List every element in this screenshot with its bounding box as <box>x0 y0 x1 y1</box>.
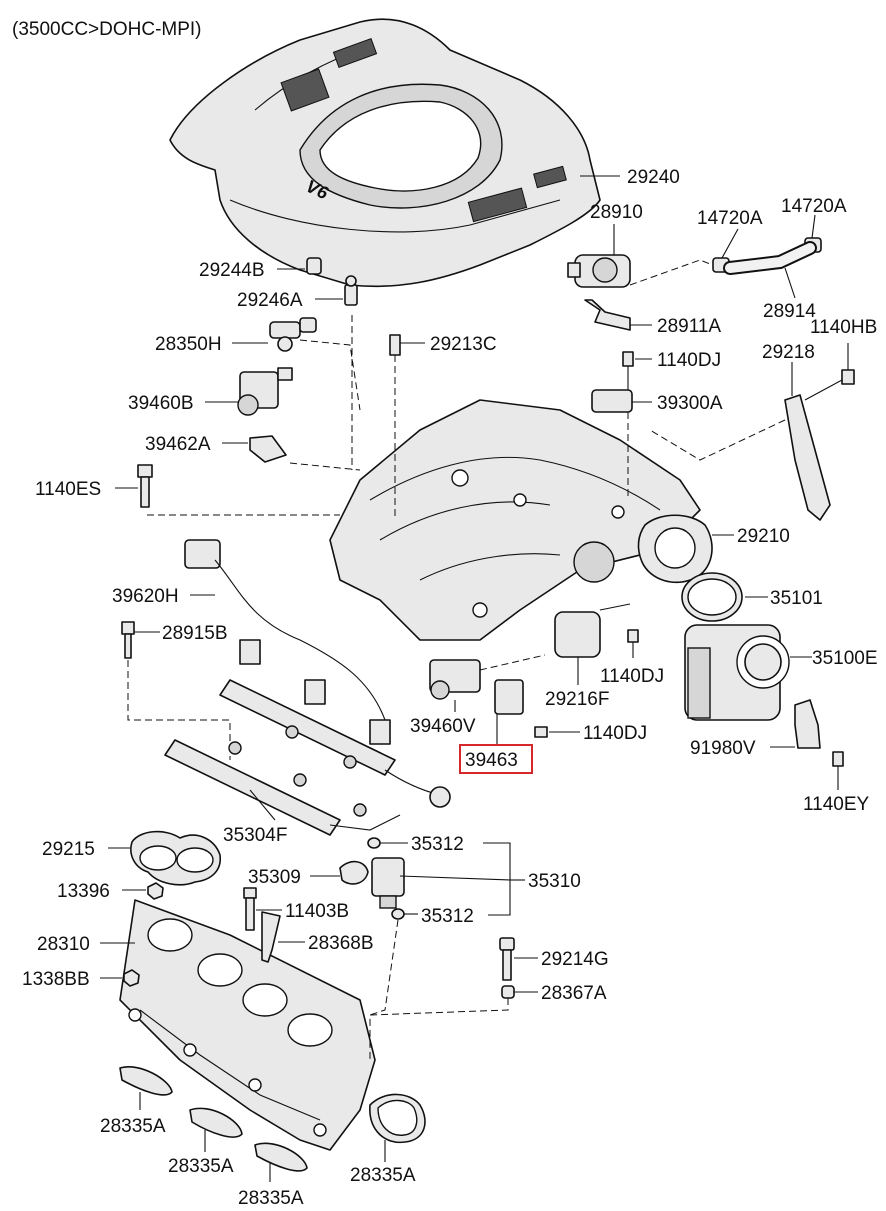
label-29213c[interactable]: 29213C <box>430 334 497 355</box>
label-39460v[interactable]: 39460V <box>410 716 476 737</box>
bolt-1140dj-top[interactable] <box>622 351 634 390</box>
clip-35309[interactable] <box>339 860 369 885</box>
label-28310[interactable]: 28310 <box>37 934 90 955</box>
o-ring-35312-b[interactable] <box>391 908 405 920</box>
bracket-28368b[interactable] <box>261 911 281 963</box>
gasket-29215[interactable] <box>130 830 221 886</box>
grommet-29244b[interactable] <box>306 257 322 275</box>
o-ring-35101[interactable] <box>681 572 743 622</box>
vacuum-actuator[interactable] <box>573 541 615 583</box>
bolt-1140dj-mid[interactable] <box>627 629 639 643</box>
lower-intake-manifold-28310[interactable] <box>119 899 376 1151</box>
label-29215[interactable]: 29215 <box>42 839 95 860</box>
gasket-28335a-1[interactable] <box>119 1066 173 1096</box>
label-35309[interactable]: 35309 <box>248 867 301 888</box>
solenoid-valve-39460b[interactable] <box>237 367 293 416</box>
bolt-1140es[interactable] <box>137 464 153 508</box>
nut-1338bb[interactable] <box>123 969 140 987</box>
label-29240[interactable]: 29240 <box>627 167 680 188</box>
label-35310[interactable]: 35310 <box>528 871 581 892</box>
bolt-1140hb[interactable] <box>804 369 855 401</box>
label-28367a[interactable]: 28367A <box>541 983 607 1004</box>
nut-13396[interactable] <box>147 882 164 900</box>
label-1140dj-low[interactable]: 1140DJ <box>583 723 647 744</box>
label-35101[interactable]: 35101 <box>770 588 823 609</box>
highlight-box-39463 <box>459 744 533 774</box>
label-1338bb[interactable]: 1338BB <box>22 969 90 990</box>
label-28911a[interactable]: 28911A <box>657 316 721 337</box>
bolt-29213c[interactable] <box>389 334 401 356</box>
bolt-1140dj-low[interactable] <box>534 726 548 738</box>
label-1140ey[interactable]: 1140EY <box>803 794 870 815</box>
label-28914[interactable]: 28914 <box>763 301 816 322</box>
label-35312-b[interactable]: 35312 <box>421 906 474 927</box>
label-29210[interactable]: 29210 <box>737 526 790 547</box>
bolt-28915b[interactable] <box>121 621 135 659</box>
o-ring-35312-a[interactable] <box>367 837 381 849</box>
label-29214g[interactable]: 29214G <box>541 949 609 970</box>
fuel-rail-35304f[interactable] <box>164 679 451 836</box>
label-91980v[interactable]: 91980V <box>690 738 756 759</box>
diagram-title: (3500CC>DOHC-MPI) <box>12 19 202 40</box>
label-39300a[interactable]: 39300A <box>657 393 723 414</box>
label-14720a-1[interactable]: 14720A <box>697 208 763 229</box>
bracket-39463[interactable] <box>494 679 524 715</box>
hose-28914[interactable] <box>723 241 817 275</box>
label-29218[interactable]: 29218 <box>762 342 815 363</box>
label-28335a-2[interactable]: 28335A <box>168 1156 234 1177</box>
label-14720a-2[interactable]: 14720A <box>781 196 847 217</box>
label-39462a[interactable]: 39462A <box>145 434 211 455</box>
bracket-91980v[interactable] <box>794 699 821 749</box>
label-1140es[interactable]: 1140ES <box>35 479 101 500</box>
engine-cover[interactable]: V6 <box>169 18 601 288</box>
label-28910[interactable]: 28910 <box>590 202 643 223</box>
stay-29218[interactable] <box>784 394 831 521</box>
wiring-harness-39620h[interactable] <box>184 539 391 745</box>
bolt-29214g[interactable] <box>499 937 515 981</box>
injector-35310[interactable] <box>371 857 405 909</box>
throttle-body-35100e[interactable] <box>684 624 790 721</box>
bracket-39462a[interactable] <box>249 435 287 463</box>
map-sensor-39300a[interactable] <box>591 389 633 413</box>
label-13396[interactable]: 13396 <box>57 881 110 902</box>
label-1140dj-top[interactable]: 1140DJ <box>657 350 721 371</box>
gasket-28335a-4[interactable] <box>369 1093 426 1144</box>
bolt-1140ey[interactable] <box>832 751 844 790</box>
bracket-28911a[interactable] <box>584 299 631 331</box>
intake-manifold-upper[interactable] <box>329 399 701 641</box>
label-1140hb[interactable]: 1140HB <box>810 317 877 338</box>
stud-29246a[interactable] <box>344 275 358 306</box>
label-39460b[interactable]: 39460B <box>128 393 194 414</box>
fitting-28350h[interactable] <box>269 317 317 352</box>
bolt-11403b[interactable] <box>243 887 257 931</box>
washer-28367a[interactable] <box>501 985 515 999</box>
gasket-28335a-3[interactable] <box>254 1142 308 1172</box>
label-35312-a[interactable]: 35312 <box>411 834 464 855</box>
label-29246a[interactable]: 29246A <box>237 290 303 311</box>
gasket-29210[interactable] <box>637 514 713 584</box>
label-39620h[interactable]: 39620H <box>112 586 179 607</box>
label-35304f[interactable]: 35304F <box>223 825 287 846</box>
label-28350h[interactable]: 28350H <box>155 334 222 355</box>
label-11403b[interactable]: 11403B <box>285 901 349 922</box>
label-28915b[interactable]: 28915B <box>162 623 228 644</box>
label-35100e[interactable]: 35100E <box>812 648 878 669</box>
label-28335a-1[interactable]: 28335A <box>100 1116 166 1137</box>
label-1140dj-mid[interactable]: 1140DJ <box>600 666 664 687</box>
gasket-28335a-2[interactable] <box>189 1107 243 1138</box>
label-28335a-3[interactable]: 28335A <box>238 1188 304 1209</box>
label-28335a-4[interactable]: 28335A <box>350 1165 416 1186</box>
label-29244b[interactable]: 29244B <box>199 260 265 281</box>
label-39463[interactable]: 39463 <box>465 750 518 771</box>
solenoid-valve-39460v[interactable] <box>429 659 481 700</box>
label-28368b[interactable]: 28368B <box>308 933 374 954</box>
purge-valve-28910[interactable] <box>567 224 631 288</box>
actuator-29216f[interactable] <box>554 603 631 658</box>
label-29216f[interactable]: 29216F <box>545 689 609 710</box>
